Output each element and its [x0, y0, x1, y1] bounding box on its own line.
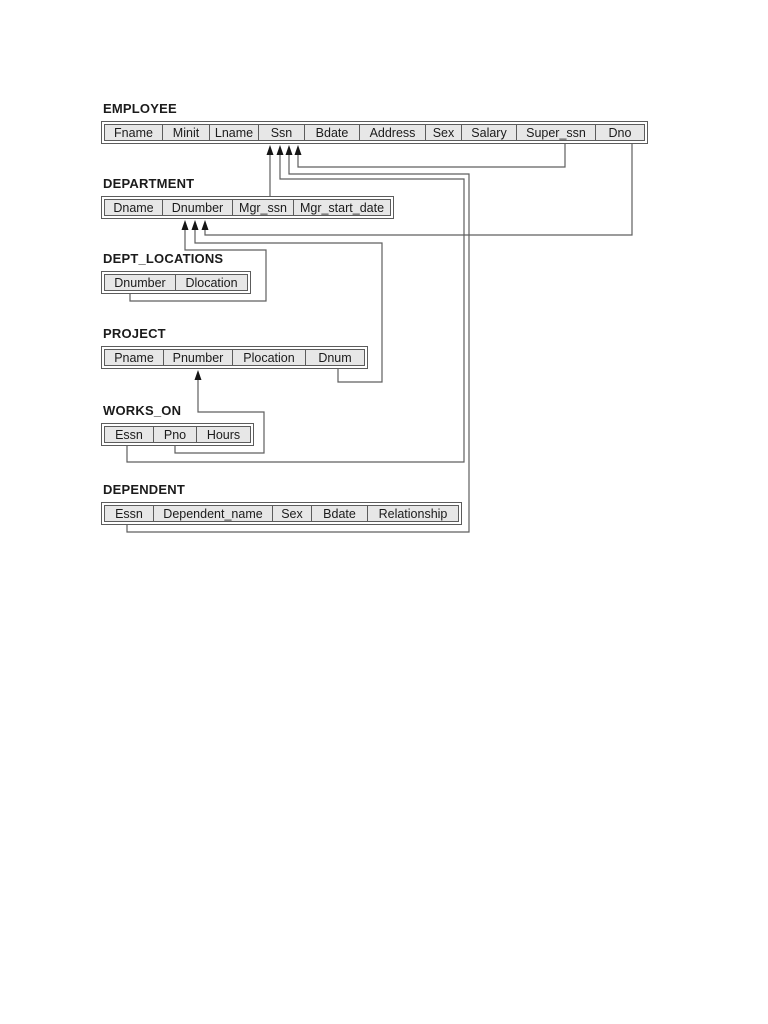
table-department-title: DEPARTMENT	[103, 176, 195, 191]
field-fname: Fname	[104, 124, 163, 141]
field-dnumber: Dnumber	[162, 199, 233, 216]
arrow-icon	[191, 220, 199, 230]
table-dept-locations-row: Dnumber Dlocation	[101, 271, 251, 294]
table-project-title: PROJECT	[103, 326, 166, 341]
field-bdate: Bdate	[304, 124, 360, 141]
table-employee: EMPLOYEE Fname Minit Lname Ssn Bdate Add…	[101, 101, 648, 144]
field-hours: Hours	[196, 426, 251, 443]
field-address: Address	[359, 124, 426, 141]
field-salary: Salary	[461, 124, 517, 141]
field-pno: Pno	[153, 426, 197, 443]
field-mgr-ssn: Mgr_ssn	[232, 199, 294, 216]
field-lname: Lname	[209, 124, 259, 141]
field-plocation: Plocation	[232, 349, 306, 366]
arrow-icon	[181, 220, 189, 230]
arrow-icon	[285, 145, 293, 155]
field-super-ssn: Super_ssn	[516, 124, 596, 141]
table-employee-row: Fname Minit Lname Ssn Bdate Address Sex …	[101, 121, 648, 144]
field-dependent-essn: Essn	[104, 505, 154, 522]
field-workson-essn: Essn	[104, 426, 154, 443]
table-project-row: Pname Pnumber Plocation Dnum	[101, 346, 368, 369]
field-dependent-sex: Sex	[272, 505, 312, 522]
table-department-row: Dname Dnumber Mgr_ssn Mgr_start_date	[101, 196, 394, 219]
arrow-icon	[194, 370, 202, 380]
table-employee-title: EMPLOYEE	[103, 101, 177, 116]
field-minit: Minit	[162, 124, 210, 141]
field-relationship: Relationship	[367, 505, 459, 522]
field-ssn: Ssn	[258, 124, 305, 141]
table-works-on-title: WORKS_ON	[103, 403, 182, 418]
connector-superssn-to-ssn	[297, 144, 566, 168]
table-dept-locations-title: DEPT_LOCATIONS	[103, 251, 224, 266]
table-dept-locations: DEPT_LOCATIONS Dnumber Dlocation	[101, 251, 251, 294]
field-sex: Sex	[425, 124, 462, 141]
field-dependent-name: Dependent_name	[153, 505, 273, 522]
field-pname: Pname	[104, 349, 164, 366]
table-works-on: WORKS_ON Essn Pno Hours	[101, 403, 254, 446]
field-dnum: Dnum	[305, 349, 365, 366]
field-dependent-bdate: Bdate	[311, 505, 368, 522]
arrow-icon	[201, 220, 209, 230]
table-works-on-row: Essn Pno Hours	[101, 423, 254, 446]
field-dno: Dno	[595, 124, 645, 141]
field-deptloc-dnumber: Dnumber	[104, 274, 176, 291]
table-project: PROJECT Pname Pnumber Plocation Dnum	[101, 326, 368, 369]
arrow-icon	[294, 145, 302, 155]
field-mgr-start-date: Mgr_start_date	[293, 199, 391, 216]
field-pnumber: Pnumber	[163, 349, 233, 366]
table-dependent: DEPENDENT Essn Dependent_name Sex Bdate …	[101, 482, 462, 525]
arrow-icon	[276, 145, 284, 155]
table-department: DEPARTMENT Dname Dnumber Mgr_ssn Mgr_sta…	[101, 176, 394, 219]
table-dependent-title: DEPENDENT	[103, 482, 185, 497]
arrow-icon	[266, 145, 274, 155]
field-dlocation: Dlocation	[175, 274, 248, 291]
field-dname: Dname	[104, 199, 163, 216]
table-dependent-row: Essn Dependent_name Sex Bdate Relationsh…	[101, 502, 462, 525]
